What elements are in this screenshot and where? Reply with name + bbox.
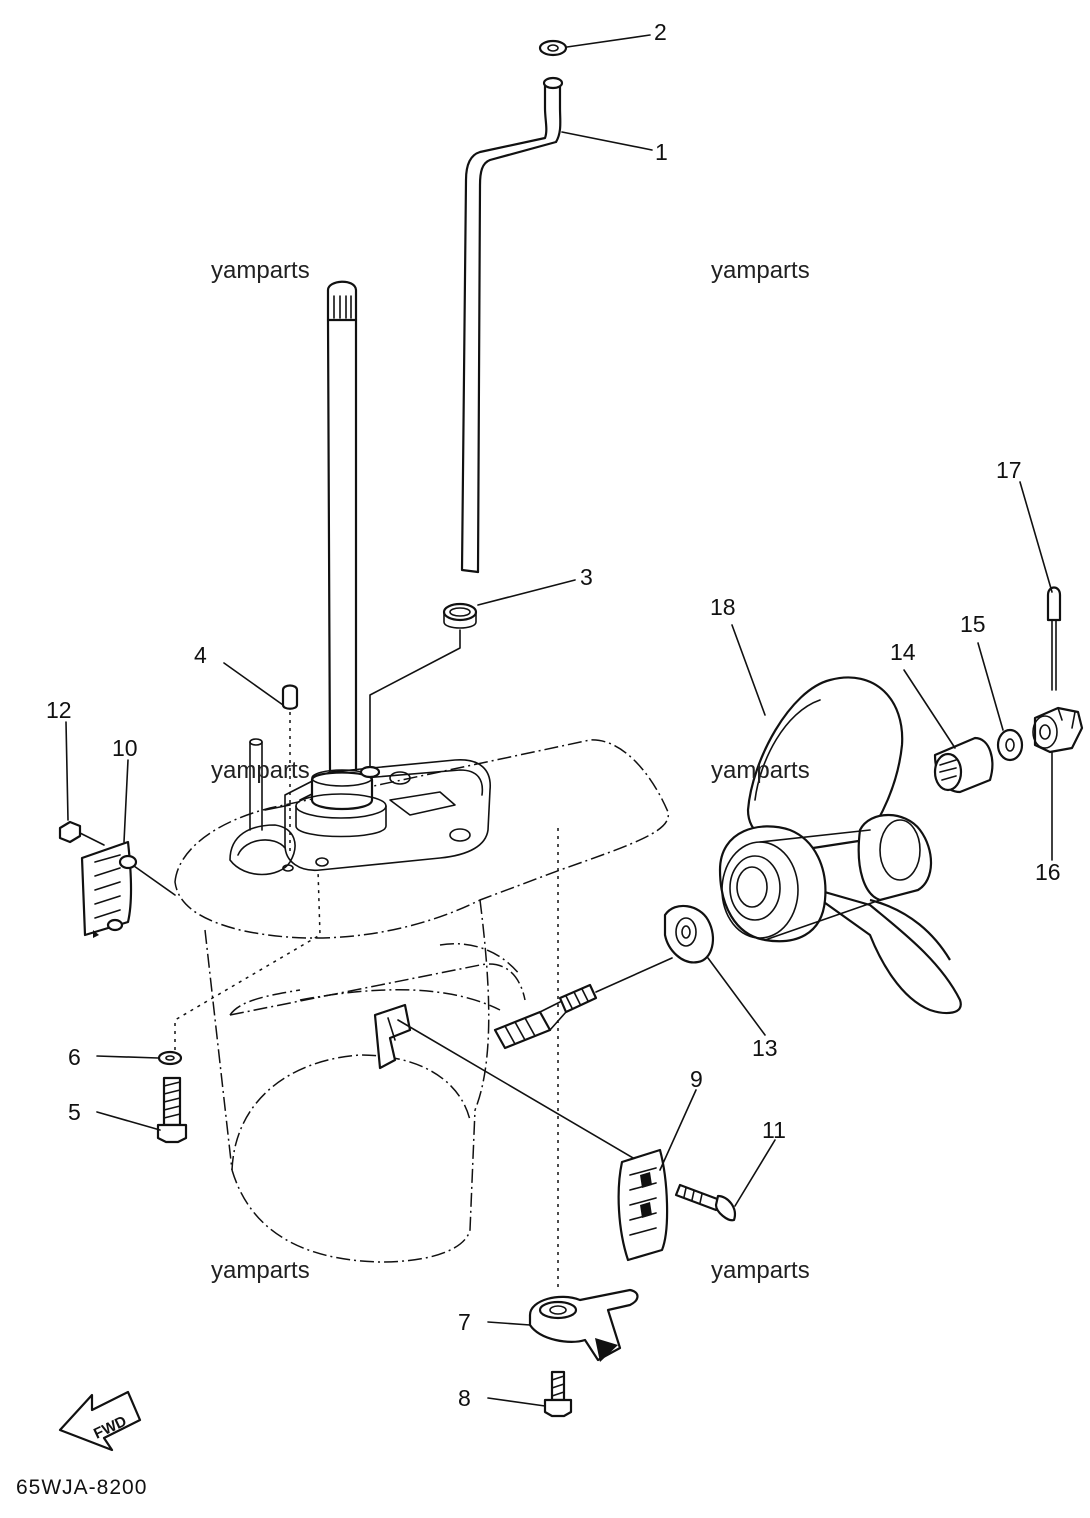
dowel-pin-4 (281, 684, 299, 855)
pump-housing (229, 738, 491, 876)
propeller-18 (718, 676, 962, 1015)
callout-5: 5 (68, 1099, 81, 1125)
callout-7: 7 (458, 1309, 471, 1335)
callout-17: 17 (996, 457, 1022, 483)
propeller-shaft (493, 957, 673, 1050)
spacer-14 (933, 736, 994, 794)
castle-nut-16 (1032, 706, 1084, 754)
callout-15: 15 (960, 611, 986, 637)
watermark-text: yamparts (711, 1257, 810, 1284)
watermarks: yamparts yamparts yamparts yamparts yamp… (211, 257, 810, 1284)
callout-2: 2 (654, 19, 667, 45)
diagram-code: 65WJA-8200 (16, 1476, 147, 1499)
water-tube (460, 76, 564, 574)
callout-6: 6 (68, 1044, 81, 1070)
callout-labels: 2 1 3 4 12 10 6 5 7 8 9 11 13 14 15 16 1… (46, 19, 1061, 1411)
fwd-arrow-icon: FWD (58, 1390, 142, 1452)
anode-10 (80, 840, 176, 938)
thrust-washer-13 (663, 904, 715, 964)
watermark-text: yamparts (711, 257, 810, 284)
callout-12: 12 (46, 697, 72, 723)
anode-bracket-9 (373, 1003, 669, 1262)
watermark-text: yamparts (211, 1257, 310, 1284)
cotter-pin-17 (1046, 586, 1062, 691)
trim-tab-7 (528, 1288, 639, 1362)
drive-shaft (295, 280, 387, 838)
callout-16: 16 (1035, 859, 1061, 885)
bolt-8 (543, 1370, 573, 1418)
grommet-2 (538, 39, 568, 57)
callout-11: 11 (762, 1117, 786, 1143)
lower-casing-outline (174, 739, 669, 1263)
screw-11 (674, 1183, 736, 1222)
callout-13: 13 (752, 1035, 778, 1061)
callout-1: 1 (655, 139, 668, 165)
callout-4: 4 (194, 642, 207, 668)
callout-18: 18 (710, 594, 736, 620)
seal-3 (359, 602, 478, 779)
callout-9: 9 (690, 1066, 703, 1092)
watermark-text: yamparts (211, 757, 310, 784)
washer-6 (157, 869, 321, 1066)
washer-15 (996, 728, 1024, 762)
watermark-text: yamparts (211, 257, 310, 284)
callout-3: 3 (580, 564, 593, 590)
callout-10: 10 (112, 735, 138, 761)
callout-14: 14 (890, 639, 916, 665)
nut-12 (58, 820, 105, 846)
watermark-text: yamparts (711, 757, 810, 784)
callout-8: 8 (458, 1385, 471, 1411)
leader-lines (65, 34, 1053, 1407)
bolt-5 (156, 1076, 188, 1144)
